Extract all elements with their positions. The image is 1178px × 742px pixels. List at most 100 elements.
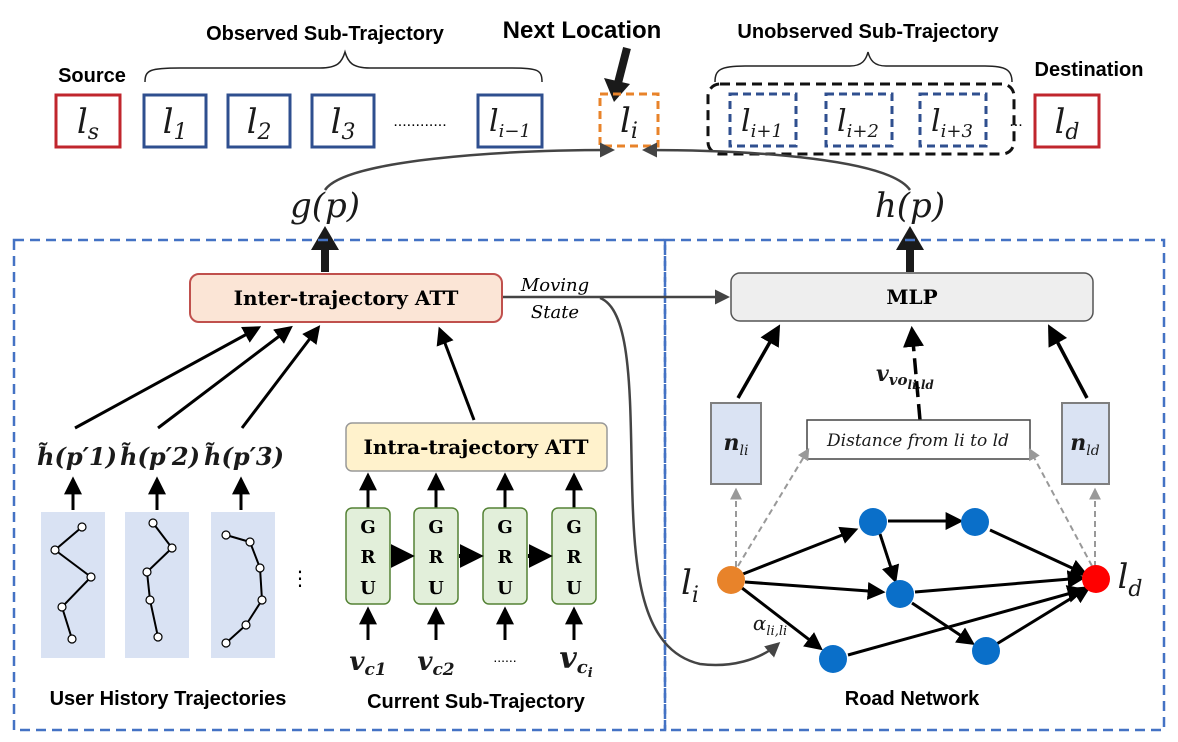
- n-ld-to-mlp-arrow: [1048, 324, 1089, 399]
- intra-trajectory-att-box: [345, 422, 608, 472]
- moving-state-to-alpha-curve: [599, 296, 781, 667]
- mlp-label: MLP: [886, 285, 937, 309]
- destination-box: [1033, 93, 1101, 149]
- h-to-next-arrow: [642, 142, 912, 191]
- svg-text:U: U: [428, 578, 444, 599]
- road-node-2: [961, 508, 989, 536]
- source-token: ls: [77, 102, 99, 145]
- svg-text:U: U: [360, 578, 376, 599]
- input-vc1: vc1: [349, 647, 386, 680]
- history-2-to-inter-arrow: [157, 325, 293, 430]
- token-l3: l3: [331, 102, 356, 145]
- history-rep-2: h̃(p′2): [120, 442, 200, 471]
- node-li-label: li: [681, 563, 699, 608]
- svg-text:U: U: [566, 578, 582, 599]
- input-vc2: vc2: [417, 647, 454, 680]
- history-trajectory-1: [41, 512, 105, 658]
- source-box: [54, 93, 122, 149]
- right-panel: [663, 238, 1166, 732]
- intra-trajectory-att-label: Intra-trajectory ATT: [364, 435, 589, 459]
- g-thick-arrow-head: [311, 226, 339, 250]
- unobserved-ellipsis: ...: [1009, 113, 1022, 130]
- history-trajectory-3-points: [221, 530, 267, 648]
- n-ld-box: [1061, 402, 1110, 485]
- history-more-dots: ⋮: [290, 568, 310, 590]
- unobserved-box-3: [918, 92, 988, 148]
- next-location-box: [598, 92, 660, 148]
- h-thick-arrow-head: [896, 226, 924, 250]
- svg-text:U: U: [497, 578, 513, 599]
- history-3-to-inter-arrow: [240, 325, 321, 429]
- observed-title: Observed Sub-Trajectory: [206, 23, 445, 45]
- svg-text:G: G: [360, 517, 375, 538]
- unobserved-title: Unobserved Sub-Trajectory: [737, 21, 999, 43]
- gru-cell-1: G R U: [345, 507, 391, 605]
- road-node-3: [886, 580, 914, 608]
- history-caption: User History Trajectories: [50, 688, 287, 710]
- observed-box-last: [476, 93, 544, 149]
- svg-text:G: G: [497, 517, 512, 538]
- observed-brace: [144, 49, 543, 83]
- svg-text:R: R: [361, 547, 377, 568]
- input-dots: ......: [493, 649, 516, 665]
- li-to-distance-dashed: [737, 447, 810, 567]
- history-trajectory-2-points: [142, 518, 177, 642]
- inter-trajectory-att-label: Inter-trajectory ATT: [234, 286, 459, 310]
- g-to-next-arrow: [323, 142, 615, 191]
- history-1-to-inter-arrow: [74, 326, 262, 430]
- gru-cell-4: G R U: [551, 507, 597, 605]
- next-location-arrow-head: [604, 78, 630, 102]
- unobserved-group: [706, 82, 1016, 156]
- node-li: [717, 566, 745, 594]
- unobserved-brace: [714, 51, 1013, 83]
- gru-cell-3: G R U: [482, 507, 528, 605]
- history-trajectory-1-points: [50, 522, 96, 644]
- observed-box-1: [142, 93, 208, 149]
- svg-text:R: R: [498, 547, 514, 568]
- history-trajectory-3: [211, 512, 275, 658]
- token-li-plus-3: li+3: [931, 104, 973, 142]
- input-vci: vci: [559, 641, 592, 681]
- n-li-to-mlp-arrow: [736, 324, 781, 399]
- ld-to-distance-dashed: [1028, 447, 1093, 567]
- state-label: State: [531, 302, 579, 323]
- road-network-edges: [741, 512, 1092, 657]
- distance-label: Distance from li to ld: [826, 431, 1009, 451]
- observed-box-2: [226, 93, 292, 149]
- token-l1: l1: [163, 102, 188, 145]
- g-of-p: g(p): [290, 186, 360, 226]
- history-rep-3: h̃(p′3): [204, 442, 284, 471]
- svg-text:R: R: [567, 547, 583, 568]
- node-ld: [1082, 565, 1110, 593]
- n-ld-label: nld: [1070, 430, 1099, 459]
- moving-label: Moving: [520, 275, 589, 296]
- token-li-minus-1: li−1: [489, 104, 531, 142]
- gru-cell-2: G R U: [413, 507, 459, 605]
- alpha-label: αli,li: [753, 611, 787, 639]
- intra-to-inter-arrow: [436, 326, 476, 421]
- svg-text:G: G: [428, 517, 443, 538]
- road-node-5: [972, 637, 1000, 665]
- distance-box: [806, 419, 1031, 460]
- svg-text:G: G: [566, 517, 581, 538]
- mlp-box: [730, 272, 1094, 322]
- node-ld-label: ld: [1118, 557, 1143, 602]
- svg-text:R: R: [429, 547, 445, 568]
- token-li-plus-1: li+1: [741, 104, 783, 142]
- observed-box-3: [310, 93, 376, 149]
- h-of-p: h(p): [875, 186, 945, 226]
- n-li-box: [710, 402, 762, 485]
- unobserved-box-2: [824, 92, 894, 148]
- token-l2: l2: [247, 102, 272, 145]
- next-location-arrow-shaft: [614, 47, 631, 84]
- road-network-caption: Road Network: [845, 688, 980, 710]
- road-node-1: [859, 508, 887, 536]
- destination-label: Destination: [1035, 59, 1144, 81]
- next-location-title: Next Location: [503, 17, 662, 44]
- unobserved-box-1: [728, 92, 798, 148]
- source-label: Source: [58, 65, 126, 87]
- distance-to-mlp-arrow: [903, 325, 924, 421]
- road-node-4: [819, 645, 847, 673]
- v-o-label: vvoli,ld: [876, 361, 934, 392]
